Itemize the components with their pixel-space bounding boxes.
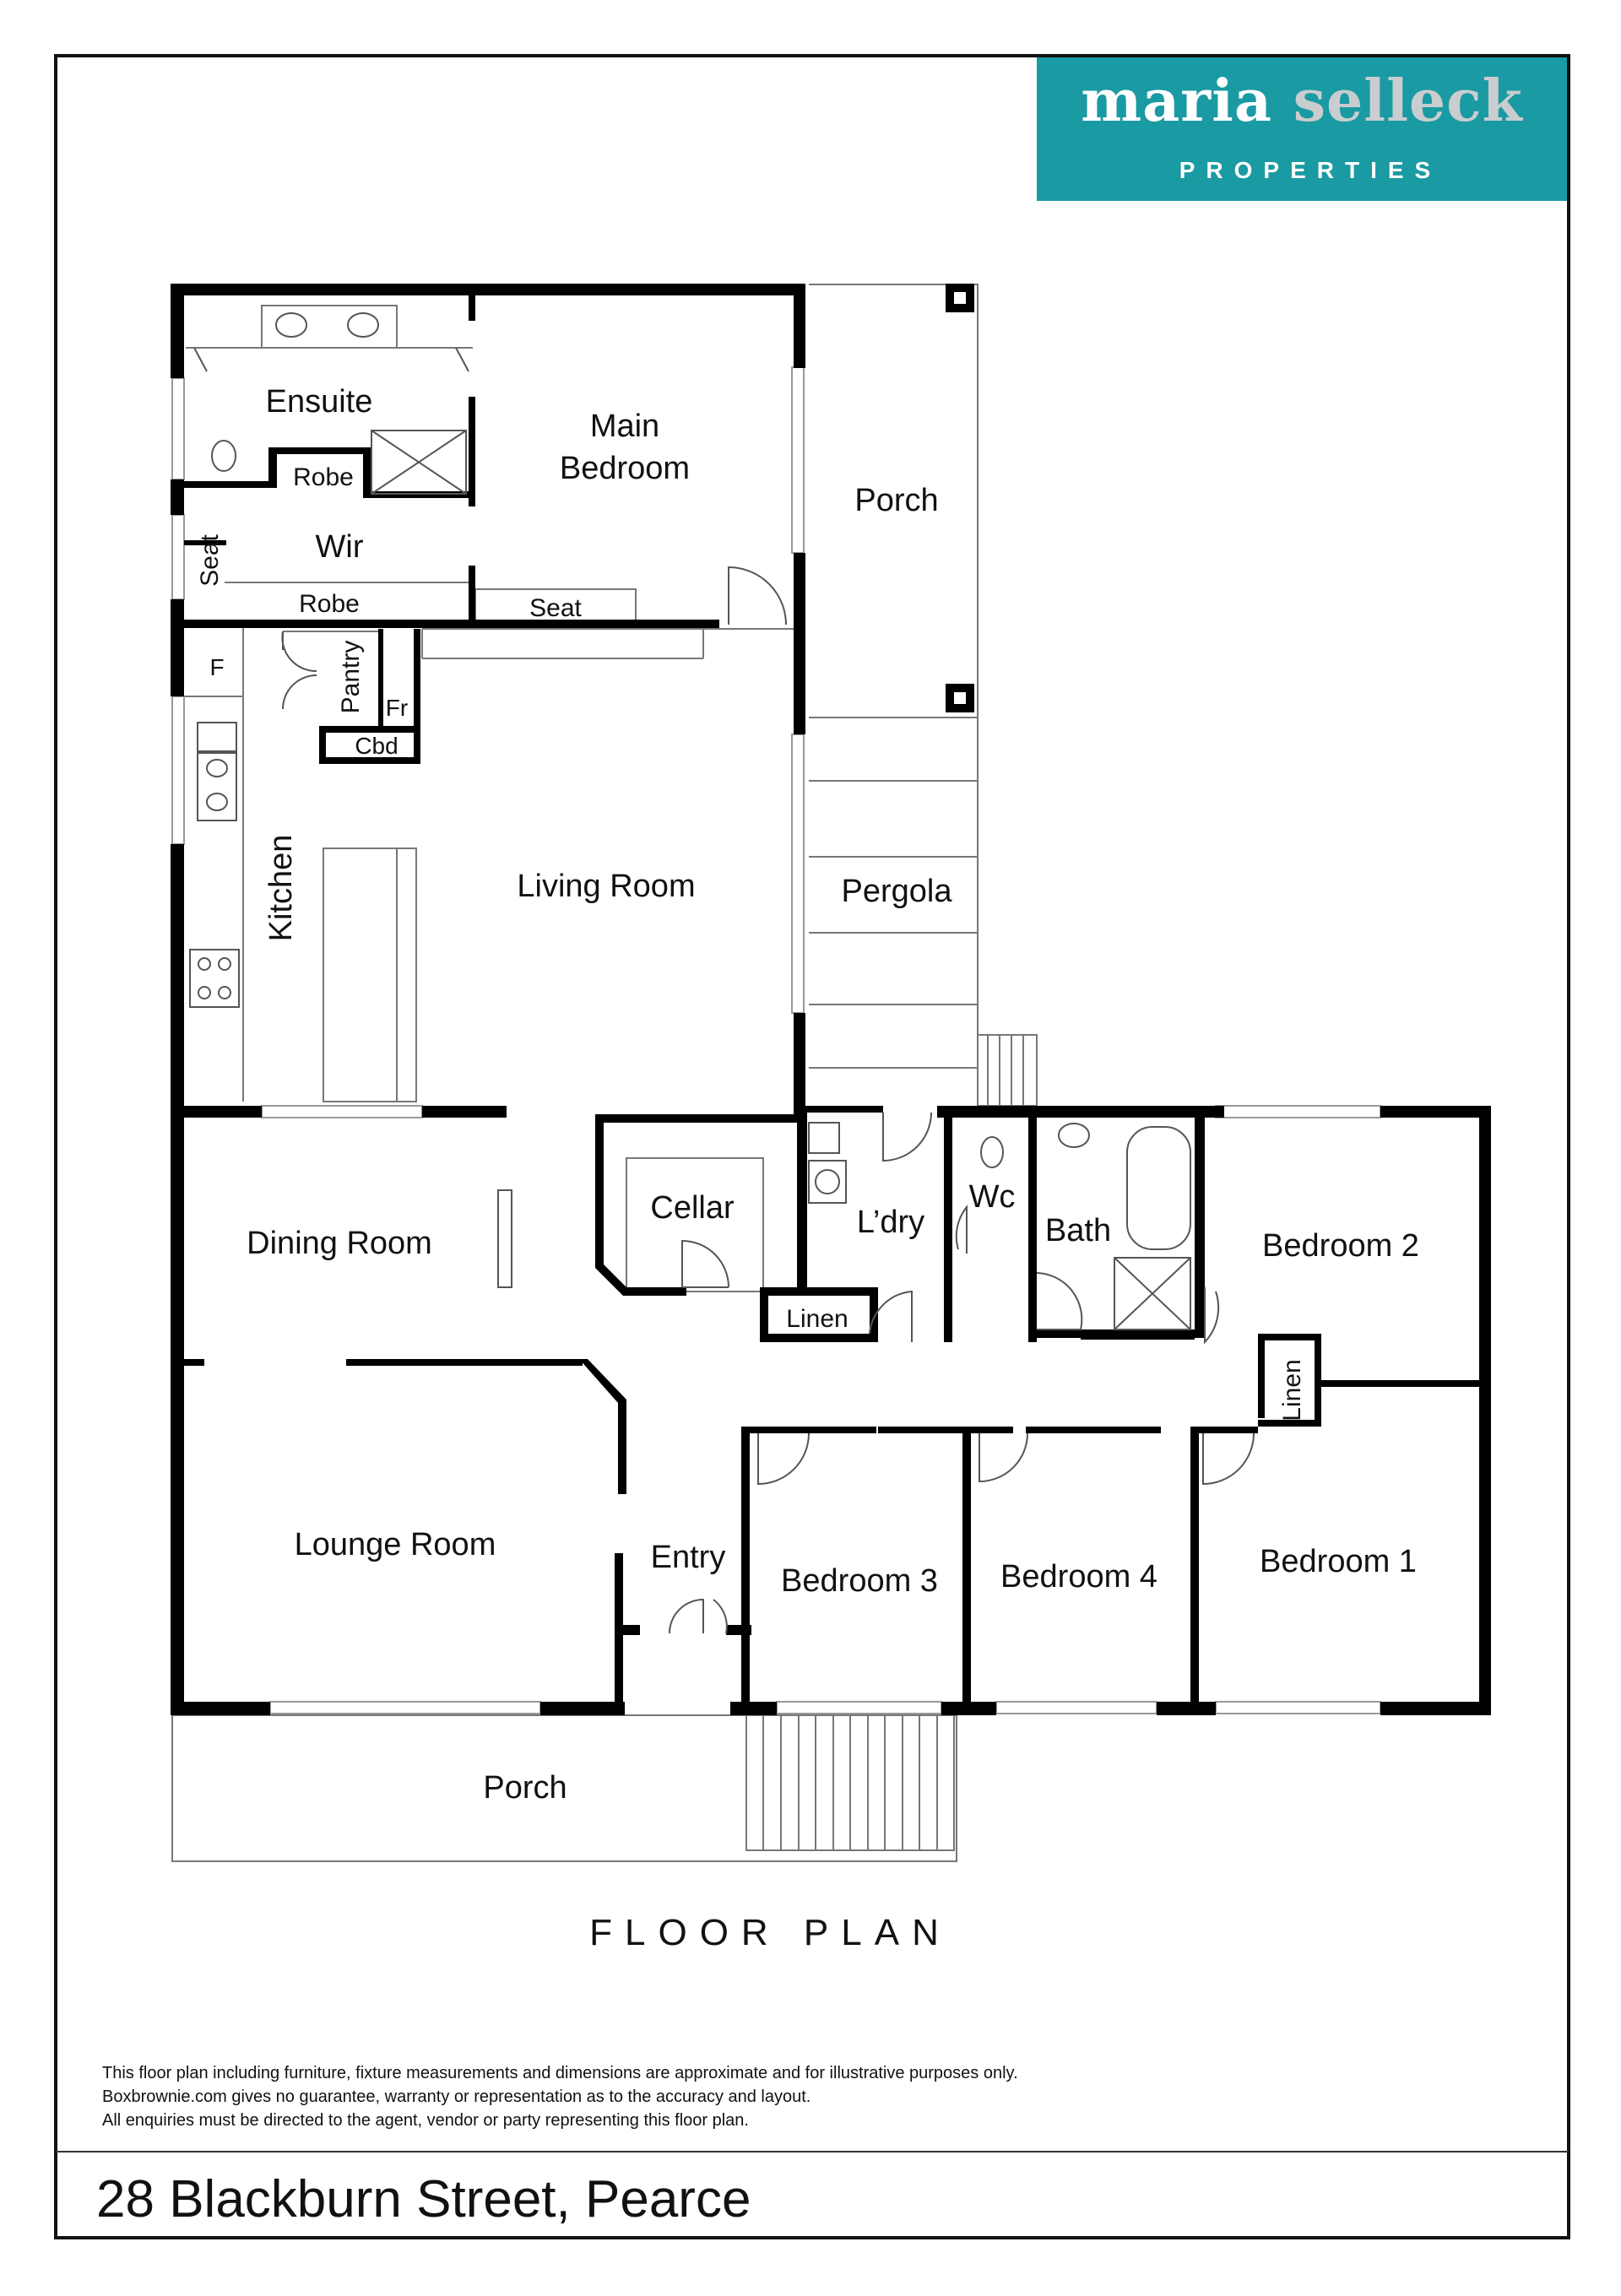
label-dining-room: Dining Room [247, 1226, 432, 1261]
label-pantry: Pantry [337, 641, 365, 714]
brand-subtitle: PROPERTIES [1179, 157, 1442, 183]
label-fridge: F [209, 654, 224, 680]
label-seat-main: Seat [529, 594, 582, 622]
plan-title: FLOOR PLAN [589, 1912, 951, 1953]
label-main-bedroom-line1: Main [590, 409, 659, 444]
label-ensuite: Ensuite [266, 384, 373, 420]
property-address: 28 Blackburn Street, Pearce [96, 2170, 751, 2228]
disclaimer-line: Boxbrownie.com gives no guarantee, warra… [102, 2088, 811, 2106]
label-kitchen: Kitchen [263, 835, 299, 942]
label-entry: Entry [651, 1540, 726, 1575]
doors [281, 566, 1255, 1634]
label-bedroom-3: Bedroom 3 [781, 1563, 938, 1599]
label-laundry: L’dry [857, 1205, 924, 1240]
disclaimer-line: All enquiries must be directed to the ag… [102, 2111, 749, 2130]
brand-name-part2: selleck [1293, 68, 1523, 135]
brand-logo: maria selleck PROPERTIES [1037, 57, 1567, 201]
label-porch-front: Porch [483, 1770, 567, 1806]
label-pergola: Pergola [842, 874, 953, 909]
walls [171, 284, 1491, 1715]
label-bath: Bath [1045, 1213, 1111, 1248]
brand-name: maria selleck [1037, 73, 1567, 130]
disclaimer-line: This floor plan including furniture, fix… [102, 2064, 1018, 2082]
fixtures [189, 312, 1191, 1330]
label-main-bedroom-line2: Bedroom [560, 451, 690, 486]
label-bedroom-1: Bedroom 1 [1260, 1544, 1417, 1579]
thin-lines [171, 284, 1381, 1862]
label-seat-wir: Seat [196, 533, 224, 586]
label-bedroom-4: Bedroom 4 [1000, 1559, 1157, 1595]
brand-name-part1: maria [1081, 68, 1273, 135]
label-linen-hall: Linen [786, 1305, 848, 1333]
label-living-room: Living Room [517, 869, 695, 904]
label-porch-side: Porch [854, 483, 938, 518]
label-bedroom-2: Bedroom 2 [1262, 1228, 1419, 1264]
label-cbd: Cbd [355, 733, 398, 759]
label-linen-bed: Linen [1278, 1359, 1306, 1421]
label-wc: Wc [969, 1179, 1016, 1215]
page-frame [54, 54, 1570, 2239]
label-wir: Wir [316, 529, 364, 565]
label-lounge-room: Lounge Room [295, 1527, 496, 1562]
label-cellar: Cellar [650, 1190, 735, 1226]
room-labels: Ensuite Robe Main Bedroom Wir Robe Seat … [196, 384, 1419, 1806]
disclaimer: This floor plan including furniture, fix… [102, 2061, 1018, 2132]
label-fr: Fr [386, 695, 408, 721]
label-robe-wir: Robe [299, 590, 360, 618]
address-divider [56, 2151, 1569, 2152]
label-robe-ensuite: Robe [293, 463, 354, 491]
